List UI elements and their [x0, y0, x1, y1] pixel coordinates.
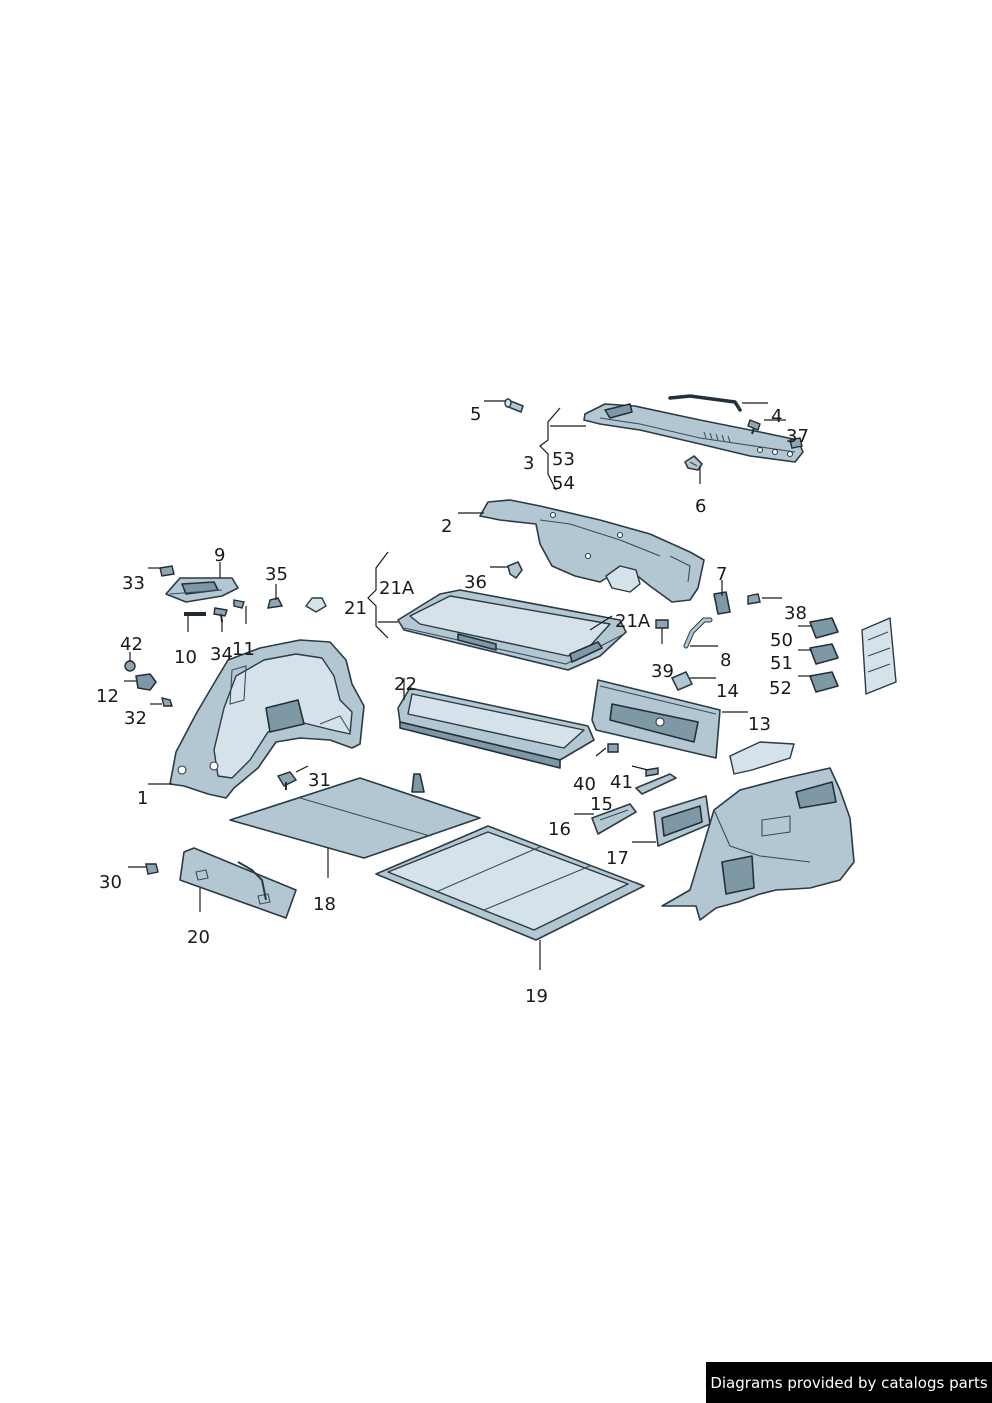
part-8-hook — [683, 617, 713, 649]
callout-15: 15 — [590, 794, 613, 815]
callout-19: 19 — [525, 986, 548, 1007]
footer-credit: Diagrams provided by catalogs parts — [706, 1362, 992, 1403]
callout-12: 12 — [96, 686, 119, 707]
part-33-clip — [159, 565, 175, 577]
part-12-buffer — [135, 673, 157, 691]
callout-16: 16 — [548, 819, 571, 840]
callout-30: 30 — [99, 872, 122, 893]
part-1-left-side-trim — [169, 639, 365, 799]
callout-8: 8 — [720, 650, 731, 671]
callout-3: 3 — [523, 453, 534, 474]
part-37-clip — [789, 437, 803, 449]
part-30-screw — [145, 863, 159, 875]
part-38-clip — [747, 593, 761, 605]
callout-14: 14 — [716, 681, 739, 702]
callout-11: 11 — [232, 639, 255, 660]
callout-22: 22 — [394, 674, 417, 695]
part-31-push-clip — [276, 771, 298, 790]
callout-42: 42 — [120, 634, 143, 655]
callout-32: 32 — [124, 708, 147, 729]
callout-20: 20 — [187, 927, 210, 948]
part-14-cover — [671, 671, 693, 691]
part-2-rear-shelf-panel — [479, 499, 705, 603]
part-11-clip — [233, 599, 245, 609]
callout-21a-right: 21A — [615, 611, 651, 632]
callout-21: 21 — [344, 598, 367, 619]
callout-37: 37 — [786, 426, 809, 447]
callout-39: 39 — [651, 661, 674, 682]
part-3-rear-trim-rail — [583, 403, 804, 463]
part-net-panel — [861, 617, 897, 695]
callout-35: 35 — [265, 564, 288, 585]
part-22-storage-box — [397, 687, 595, 769]
callout-38: 38 — [784, 603, 807, 624]
callout-18: 18 — [313, 894, 336, 915]
part-21-luggage-cover — [397, 589, 627, 671]
callout-6: 6 — [695, 496, 706, 517]
part-19-floor-mat — [375, 825, 645, 941]
callout-21a-top: 21A — [379, 578, 415, 599]
part-lamp-cap — [305, 597, 327, 613]
part-5-pin — [504, 398, 524, 413]
part-52-net — [809, 671, 839, 693]
callout-52: 52 — [769, 678, 792, 699]
callout-34: 34 — [210, 644, 233, 665]
leader-lines — [124, 400, 812, 970]
callout-41: 41 — [610, 772, 633, 793]
part-42-nut — [124, 660, 136, 672]
callout-40: 40 — [573, 774, 596, 795]
part-right-side-trim — [661, 741, 855, 921]
part-34-screw — [213, 607, 228, 623]
part-35-button-clip — [267, 597, 284, 609]
callout-10: 10 — [174, 647, 197, 668]
callout-4: 4 — [771, 406, 782, 427]
callout-54: 54 — [552, 473, 575, 494]
part-15-16-cover — [591, 803, 637, 835]
callout-5: 5 — [470, 404, 481, 425]
callout-53: 53 — [552, 449, 575, 470]
part-20-sill-trim — [179, 847, 297, 919]
part-51-net — [809, 643, 839, 665]
part-41-bracket — [635, 767, 677, 795]
callout-31: 31 — [308, 770, 331, 791]
part-9-mount-bracket — [165, 577, 239, 603]
part-32-screw — [161, 697, 173, 707]
part-39-screw — [655, 619, 669, 629]
part-40-screw — [607, 743, 619, 753]
callout-labels: 5 3 53 54 4 37 6 2 36 21 21A 21A 9 33 35… — [96, 404, 809, 1007]
callout-13: 13 — [748, 714, 771, 735]
callout-50: 50 — [770, 630, 793, 651]
part-10-strip — [184, 612, 206, 616]
part-36-push-clip — [507, 561, 523, 579]
part-13-side-tray — [591, 679, 721, 759]
callout-51: 51 — [770, 653, 793, 674]
callout-17: 17 — [606, 848, 629, 869]
callout-1: 1 — [137, 788, 148, 809]
callout-36: 36 — [464, 572, 487, 593]
part-50-net — [809, 617, 839, 639]
callout-2: 2 — [441, 516, 452, 537]
part-17-storage-tray — [653, 795, 711, 847]
part-4-screw — [747, 419, 761, 435]
callout-9: 9 — [214, 545, 225, 566]
part-53-54-seal-strip — [668, 394, 742, 412]
part-18-floor-board — [229, 773, 481, 859]
callout-7: 7 — [716, 564, 727, 585]
callout-33: 33 — [122, 573, 145, 594]
